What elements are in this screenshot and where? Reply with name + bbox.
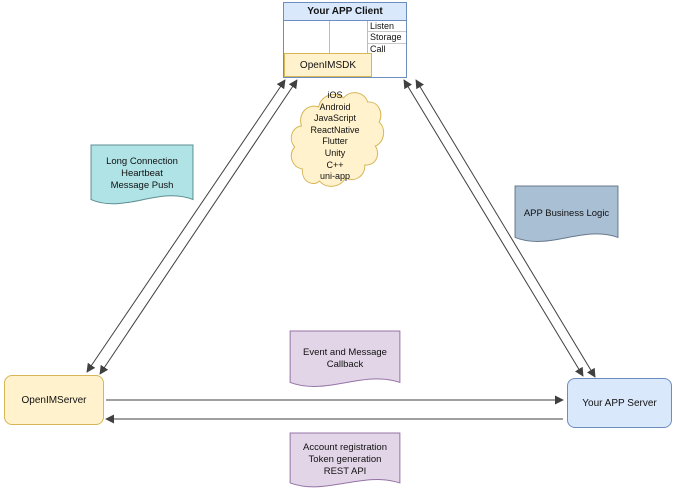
client-port-listen: Listen	[368, 21, 406, 33]
document-shape	[290, 331, 400, 387]
platform-item: iOS	[327, 90, 343, 100]
client-cell-left	[284, 21, 330, 54]
note-event-callback: Event and Message Callback	[289, 330, 401, 398]
openimsdk-node: OpenIMSDK	[284, 53, 372, 77]
note-rest-api-text: Account registration Token generation RE…	[289, 432, 401, 487]
platform-item: ReactNative	[310, 124, 360, 135]
client-ports: Listen Storage Call	[368, 21, 406, 54]
openim-server-node: OpenIMServer	[4, 375, 104, 425]
note-app-business-logic: APP Business Logic	[514, 185, 619, 253]
app-server-label: Your APP Server	[582, 397, 657, 409]
note-line: Callback	[326, 358, 364, 370]
note-line: Event and Message	[303, 346, 387, 358]
client-node: Your APP Client Listen Storage Call Open…	[283, 2, 407, 78]
note-line: Token generation	[308, 453, 382, 465]
note-app-business-logic-text: APP Business Logic	[514, 185, 619, 242]
note-long-connection: Long Connection Heartbeat Message Push	[90, 144, 194, 216]
client-port-storage: Storage	[368, 32, 406, 44]
note-line: Message Push	[110, 180, 174, 192]
note-line: Heartbeat	[121, 168, 163, 180]
edge-client-to-appserver	[415, 79, 596, 378]
platform-item: uni-app	[319, 171, 351, 182]
document-shape-icon	[289, 432, 401, 498]
cloud-icon	[287, 83, 383, 193]
platform-item: C++	[326, 159, 344, 170]
platform-item: Android	[319, 101, 351, 112]
platform-item: Unity	[324, 147, 346, 158]
platform-item: Flutter	[322, 136, 348, 147]
app-server-node: Your APP Server	[567, 378, 672, 428]
note-rest-api: Account registration Token generation RE…	[289, 432, 401, 498]
document-shape	[515, 186, 618, 242]
note-line: REST API	[323, 465, 367, 477]
note-line: APP Business Logic	[523, 207, 610, 219]
note-line: Account registration	[303, 441, 387, 453]
document-shape-icon	[514, 185, 619, 253]
openim-server-label: OpenIMServer	[21, 394, 87, 406]
document-shape-icon	[90, 144, 194, 216]
platform-list: iOS Android JavaScript ReactNative Flutt…	[281, 90, 389, 183]
platform-item: JavaScript	[313, 113, 357, 124]
edge-openim-to-client	[86, 79, 286, 373]
client-body: Listen Storage Call	[284, 21, 406, 54]
client-cell-mid	[330, 21, 368, 54]
note-long-connection-text: Long Connection Heartbeat Message Push	[90, 144, 194, 204]
document-shape	[290, 433, 400, 487]
edge-client-to-openim	[99, 79, 298, 375]
note-event-callback-text: Event and Message Callback	[289, 330, 401, 387]
client-port-call: Call	[370, 43, 386, 54]
cloud-shape	[291, 93, 383, 187]
document-shape	[91, 145, 193, 204]
note-line: Long Connection	[106, 156, 178, 168]
client-title: Your APP Client	[284, 3, 406, 21]
document-shape-icon	[289, 330, 401, 398]
platforms-cloud: iOS Android JavaScript ReactNative Flutt…	[287, 83, 383, 193]
